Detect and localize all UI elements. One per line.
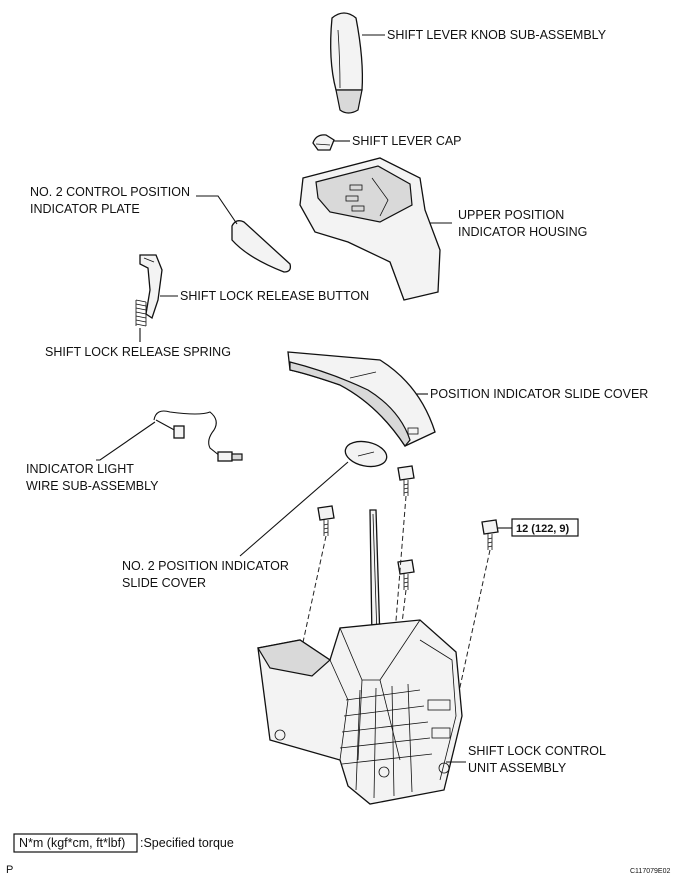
label-wire-1: INDICATOR LIGHT [26,462,134,476]
torque-box [511,518,579,537]
label-cap: SHIFT LEVER CAP [352,134,462,148]
legend-box-text: N*m (kgf*cm, ft*lbf) [19,836,125,850]
legend-description: :Specified torque [140,836,234,850]
label-housing-2: INDICATOR HOUSING [458,225,587,239]
legend-box [13,833,138,853]
label-button: SHIFT LOCK RELEASE BUTTON [180,289,369,303]
position-indicator-slide-cover [287,351,436,448]
bolt-4 [397,559,415,590]
no2-control-position-indicator-plate [231,220,292,273]
figure-id: C117079E02 [630,868,670,875]
shift-lock-control-unit [257,509,463,805]
label-unit-1: SHIFT LOCK CONTROL [468,744,606,758]
torque-value: 12 (122, 9) [516,523,570,535]
label-plate-2: INDICATOR PLATE [30,202,140,216]
bolt-2 [317,505,335,536]
corner-p: P [6,864,13,876]
shift-lock-release-button [139,254,163,320]
shift-lever-knob [330,12,364,114]
indicator-light-wire [153,410,243,462]
no2-position-indicator-slide-cover [344,440,388,468]
bolt-1 [397,465,415,496]
label-housing-1: UPPER POSITION [458,208,564,222]
label-unit-2: UNIT ASSEMBLY [468,761,567,775]
label-wire-2: WIRE SUB-ASSEMBLY [26,479,159,493]
shift-lever-cap [312,134,335,151]
label-slide-cover: POSITION INDICATOR SLIDE COVER [430,387,648,401]
label-plate-1: NO. 2 CONTROL POSITION [30,185,190,199]
label-slide2-2: SLIDE COVER [122,576,206,590]
bolt-3 [481,519,499,550]
label-slide2-1: NO. 2 POSITION INDICATOR [122,559,289,573]
label-knob: SHIFT LEVER KNOB SUB-ASSEMBLY [387,28,607,42]
label-spring: SHIFT LOCK RELEASE SPRING [45,345,231,359]
upper-position-indicator-housing [299,157,441,301]
shift-lock-release-spring [135,299,147,327]
